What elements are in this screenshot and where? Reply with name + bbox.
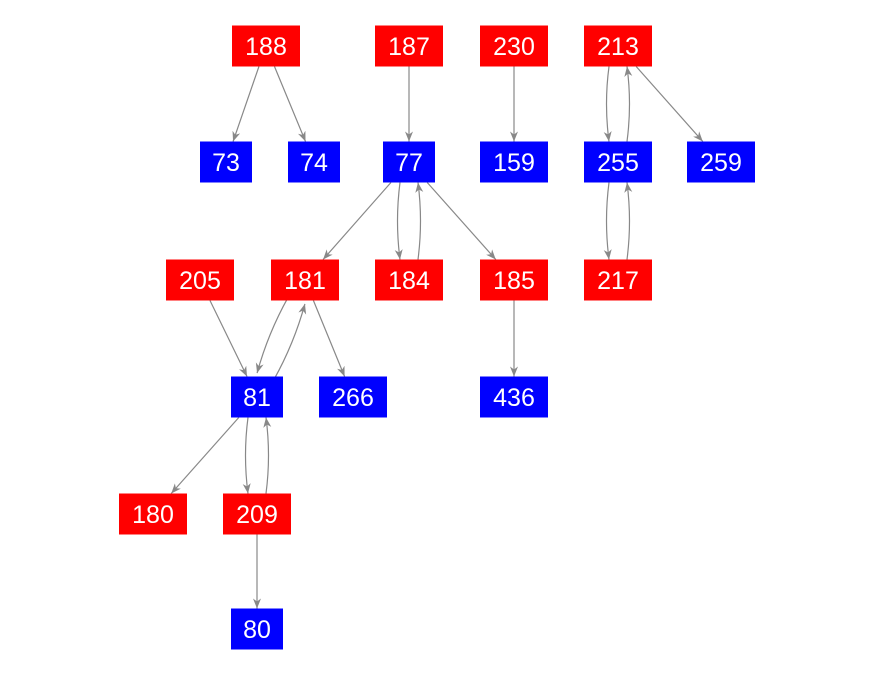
- node-label: 217: [597, 267, 639, 295]
- edge-213-to-259: [635, 66, 704, 142]
- node-159: 159: [480, 141, 548, 183]
- node-label: 209: [236, 501, 278, 529]
- node-188: 188: [232, 25, 300, 67]
- edge-188-to-73: [232, 66, 260, 142]
- node-box: [480, 376, 548, 418]
- node-label: 73: [212, 149, 240, 177]
- node-80: 80: [231, 608, 283, 650]
- edge-213-to-255: [603, 66, 612, 142]
- node-436: 436: [480, 376, 548, 418]
- edge-77-to-181: [322, 182, 392, 260]
- node-box: [200, 141, 252, 183]
- node-label: 181: [284, 267, 326, 295]
- node-209: 209: [223, 493, 291, 535]
- node-label: 213: [597, 33, 639, 61]
- node-box: [687, 141, 755, 183]
- node-label: 77: [395, 149, 423, 177]
- node-box: [375, 25, 443, 67]
- node-box: [223, 493, 291, 535]
- edge-184-to-77: [415, 182, 424, 260]
- nodes-layer: 188 187 230 213 73 74 77 159 255 259 205 181 184 185 2…: [119, 25, 755, 650]
- edge-181-to-266: [312, 300, 346, 377]
- node-box: [166, 259, 234, 301]
- node-266: 266: [319, 376, 387, 418]
- node-180: 180: [119, 493, 187, 535]
- node-81: 81: [231, 376, 283, 418]
- edge-81-to-209: [242, 417, 251, 494]
- node-230: 230: [480, 25, 548, 67]
- node-box: [231, 608, 283, 650]
- node-box: [383, 141, 435, 183]
- edge-181-to-81: [255, 296, 289, 374]
- node-label: 230: [493, 33, 535, 61]
- node-box: [480, 141, 548, 183]
- node-255: 255: [584, 141, 652, 183]
- node-label: 184: [388, 267, 430, 295]
- node-label: 266: [332, 384, 374, 412]
- node-label: 436: [493, 384, 535, 412]
- edge-188-to-74: [273, 66, 307, 142]
- edge-209-to-81: [263, 417, 272, 494]
- node-box: [480, 25, 548, 67]
- node-box: [271, 259, 339, 301]
- node-label: 255: [597, 149, 639, 177]
- node-label: 187: [388, 33, 430, 61]
- node-184: 184: [375, 259, 443, 301]
- edge-255-to-213: [624, 66, 633, 142]
- node-label: 81: [243, 384, 271, 412]
- node-73: 73: [200, 141, 252, 183]
- edge-217-to-255: [624, 182, 633, 260]
- node-259: 259: [687, 141, 755, 183]
- node-185: 185: [480, 259, 548, 301]
- node-74: 74: [288, 141, 340, 183]
- edges-layer: [170, 66, 704, 609]
- node-box: [119, 493, 187, 535]
- edge-77-to-185: [426, 182, 497, 260]
- node-box: [232, 25, 300, 67]
- node-box: [584, 141, 652, 183]
- node-label: 74: [300, 149, 328, 177]
- node-box: [375, 259, 443, 301]
- node-box: [584, 25, 652, 67]
- node-box: [480, 259, 548, 301]
- edge-255-to-217: [603, 182, 612, 260]
- node-label: 205: [179, 267, 221, 295]
- node-label: 259: [700, 149, 742, 177]
- node-label: 180: [132, 501, 174, 529]
- node-213: 213: [584, 25, 652, 67]
- edge-77-to-184: [394, 182, 403, 260]
- node-187: 187: [375, 25, 443, 67]
- node-217: 217: [584, 259, 652, 301]
- node-box: [319, 376, 387, 418]
- node-77: 77: [383, 141, 435, 183]
- edge-205-to-81: [209, 300, 248, 377]
- node-181: 181: [271, 259, 339, 301]
- node-box: [584, 259, 652, 301]
- edge-81-to-180: [170, 417, 240, 494]
- node-label: 80: [243, 616, 271, 644]
- node-label: 185: [493, 267, 535, 295]
- node-box: [288, 141, 340, 183]
- node-box: [231, 376, 283, 418]
- edge-81-to-181: [273, 303, 307, 381]
- node-205: 205: [166, 259, 234, 301]
- node-label: 188: [245, 33, 287, 61]
- node-label: 159: [493, 149, 535, 177]
